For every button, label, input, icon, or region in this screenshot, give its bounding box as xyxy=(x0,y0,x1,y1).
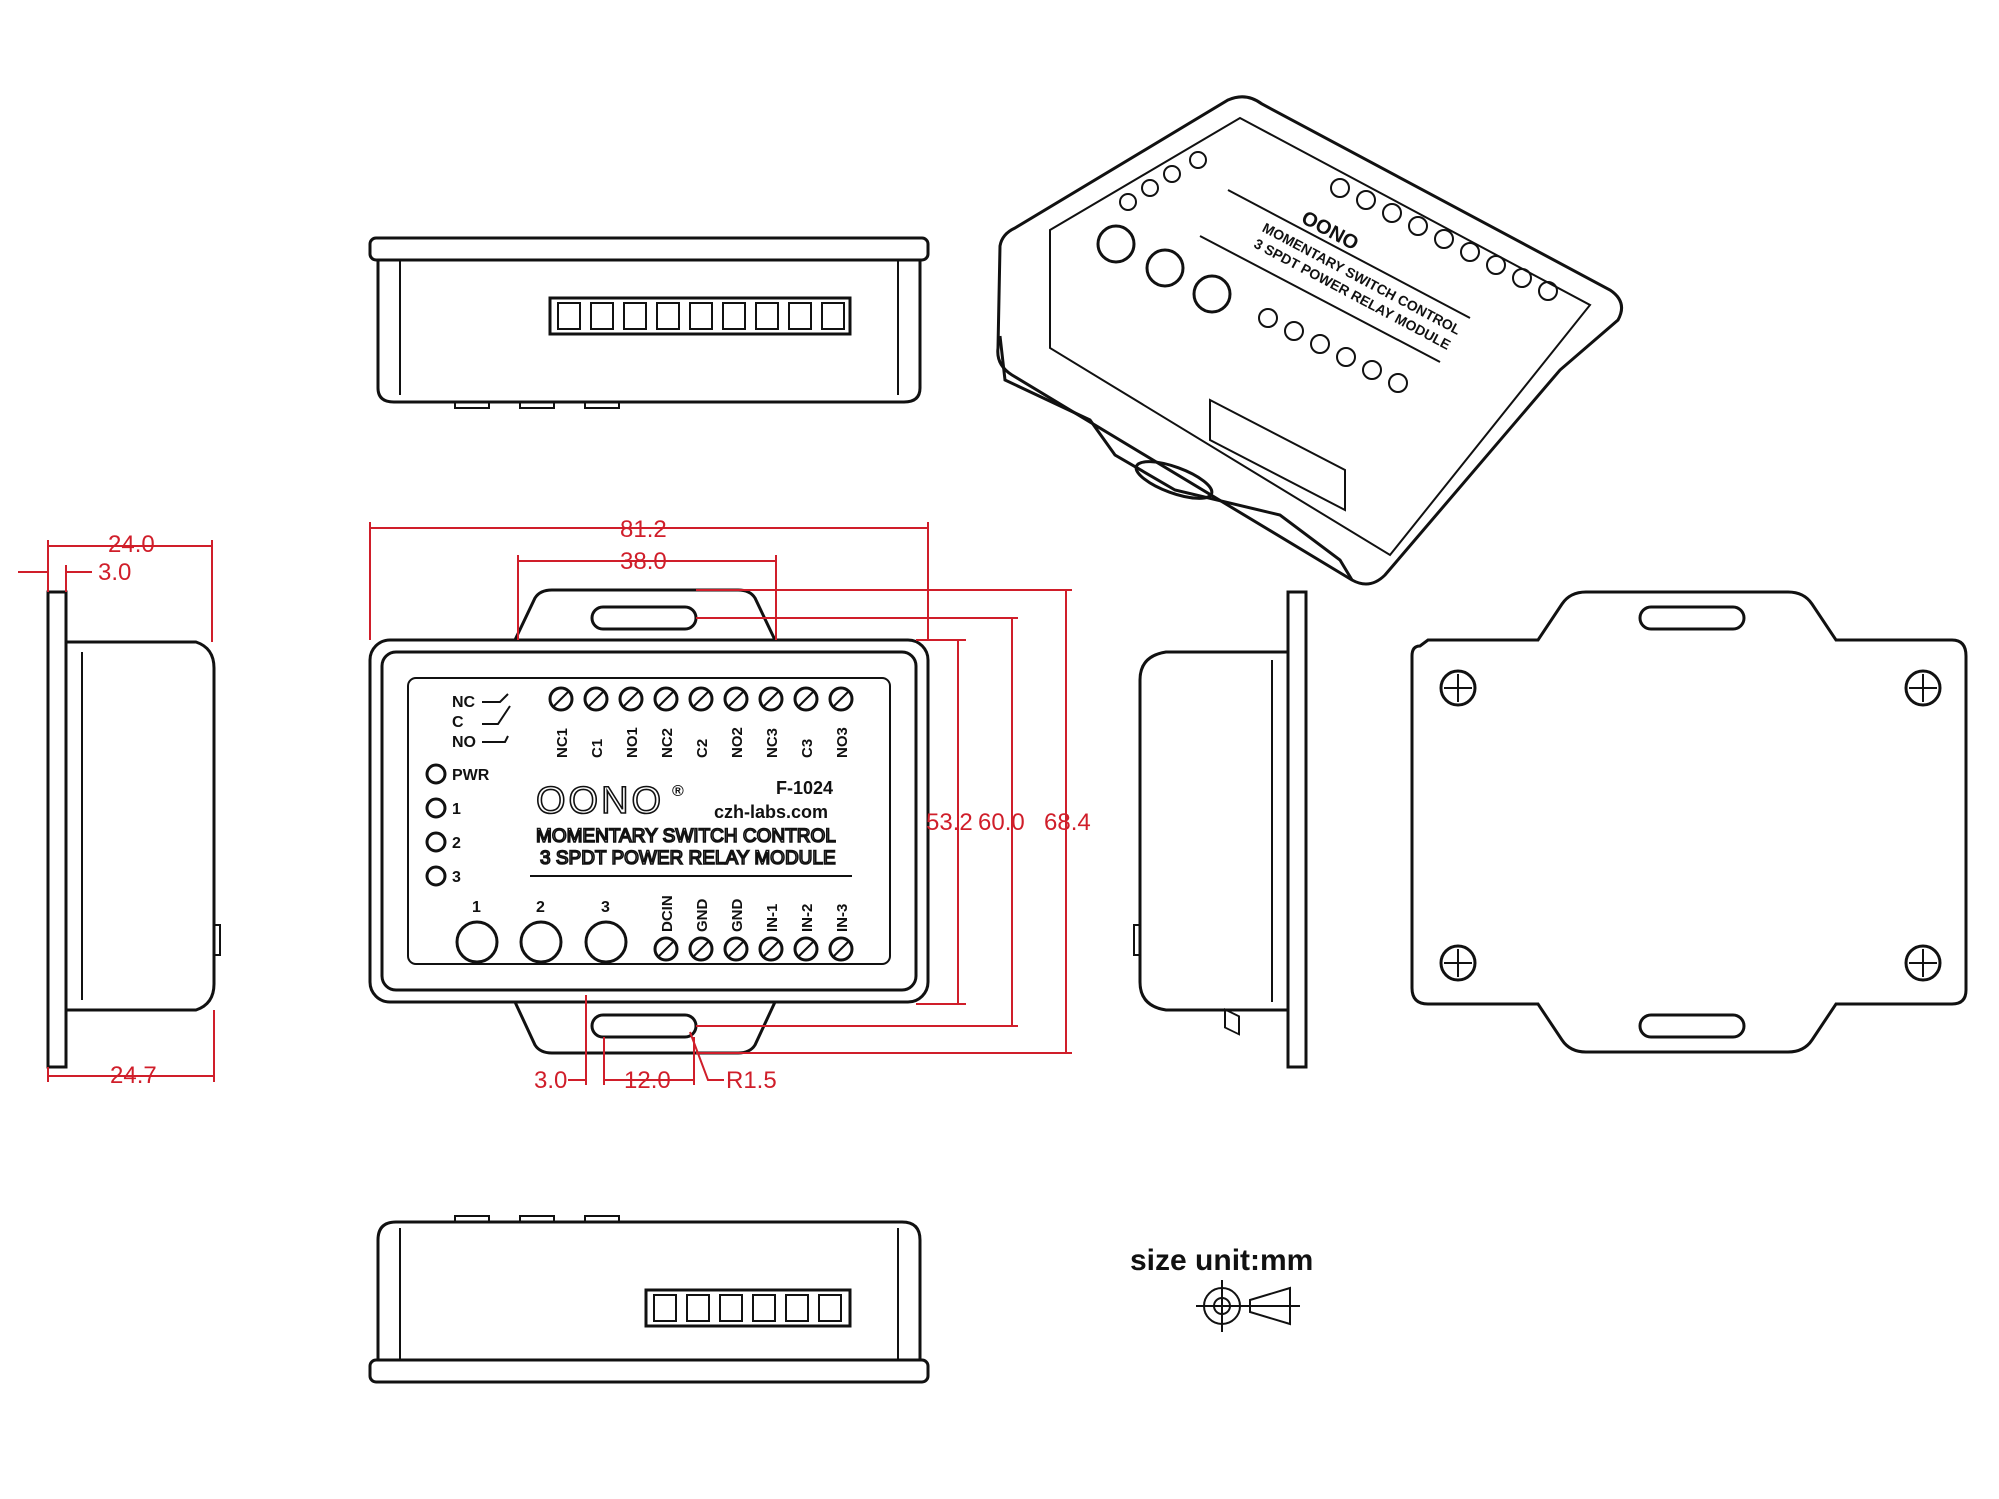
legend-nc: NC xyxy=(452,694,476,711)
dim-height-overall: 68.4 xyxy=(1044,809,1091,836)
dim-height-body: 53.2 xyxy=(926,809,973,836)
top-view-terminal-block xyxy=(548,296,852,336)
dim-side-depth-top: 24.0 xyxy=(108,531,155,558)
back-slot-bottom xyxy=(1638,1013,1746,1039)
left-side-view: 24.0 3.0 24.7 xyxy=(18,531,221,1089)
dim-slot-offset: 3.0 xyxy=(534,1067,567,1094)
screw-icon xyxy=(1904,944,1942,982)
dim-tab-width: 38.0 xyxy=(620,548,667,575)
button-3-label: 3 xyxy=(601,899,610,916)
front-view: NC C NO NC1 C1 NO1 NC2 xyxy=(368,516,1091,1094)
terminal-no3: NO3 xyxy=(834,727,851,758)
led-2-label: 2 xyxy=(452,835,461,852)
button-1-label: 1 xyxy=(472,899,481,916)
dim-side-flange: 3.0 xyxy=(98,559,131,586)
mounting-slot-bottom xyxy=(590,1013,698,1039)
dim-slot-radius: R1.5 xyxy=(726,1067,777,1094)
right-side-view xyxy=(1133,590,1308,1069)
description-line2: 3 SPDT POWER RELAY MODULE xyxy=(540,848,836,869)
terminal-in-3: IN-3 xyxy=(834,904,851,932)
terminal-dcin: DCIN xyxy=(659,895,676,932)
dim-overall-width: 81.2 xyxy=(620,516,667,543)
terminal-no2: NO2 xyxy=(729,727,746,758)
mounting-slot-top xyxy=(590,605,698,631)
isometric-view: OONO MOMENTARY SWITCH CONTROL 3 SPDT POW… xyxy=(996,95,1624,1036)
screw-icon xyxy=(1439,669,1477,707)
push-button-2 xyxy=(519,920,563,964)
screw-icon xyxy=(1439,944,1477,982)
terminal-c3: C3 xyxy=(799,739,816,758)
push-button-row: 1 2 3 xyxy=(455,899,628,964)
led-3-label: 3 xyxy=(452,869,461,886)
terminal-nc3: NC3 xyxy=(764,728,781,758)
led-pwr-label: PWR xyxy=(452,767,490,784)
terminal-in-1: IN-1 xyxy=(764,904,781,932)
projection-symbol-icon xyxy=(1196,1280,1300,1332)
legend-c: C xyxy=(452,714,464,731)
bottom-terminal-row: DCIN GND GND IN-1 IN-2 IN-3 xyxy=(653,895,854,962)
registered-mark: ® xyxy=(672,783,684,800)
top-terminal-row: NC1 C1 NO1 NC2 C2 NO2 NC3 C3 NO3 xyxy=(548,686,854,758)
push-button-3 xyxy=(584,920,628,964)
terminal-c1: C1 xyxy=(589,739,606,758)
terminal-gnd-1: GND xyxy=(694,899,711,933)
terminal-c2: C2 xyxy=(694,739,711,758)
size-unit-label: size unit:mm xyxy=(1130,1244,1313,1277)
terminal-gnd-2: GND xyxy=(729,899,746,933)
terminal-nc1: NC1 xyxy=(554,728,571,758)
dim-slot-length: 12.0 xyxy=(624,1067,671,1094)
screw-icon xyxy=(1904,669,1942,707)
terminal-in-2: IN-2 xyxy=(799,904,816,932)
model-number: F-1024 xyxy=(776,778,833,798)
led-column: PWR 1 2 3 xyxy=(425,763,490,887)
terminal-nc2: NC2 xyxy=(659,728,676,758)
bottom-view-terminal-block xyxy=(644,1288,852,1328)
top-view xyxy=(368,236,930,409)
legend-no: NO xyxy=(452,734,476,751)
brand-logo: OONO xyxy=(536,780,664,822)
description-line1: MOMENTARY SWITCH CONTROL xyxy=(536,826,836,847)
led-1-label: 1 xyxy=(452,801,461,818)
bottom-view xyxy=(368,1215,930,1384)
push-button-1 xyxy=(455,920,499,964)
back-view xyxy=(1410,590,1968,1054)
button-2-label: 2 xyxy=(536,899,545,916)
back-slot-top xyxy=(1638,605,1746,631)
relay-symbol xyxy=(482,693,511,743)
dim-height-flange: 60.0 xyxy=(978,809,1025,836)
terminal-no1: NO1 xyxy=(624,727,641,758)
website-label: czh-labs.com xyxy=(714,802,828,822)
dim-side-depth-bottom: 24.7 xyxy=(110,1062,157,1089)
